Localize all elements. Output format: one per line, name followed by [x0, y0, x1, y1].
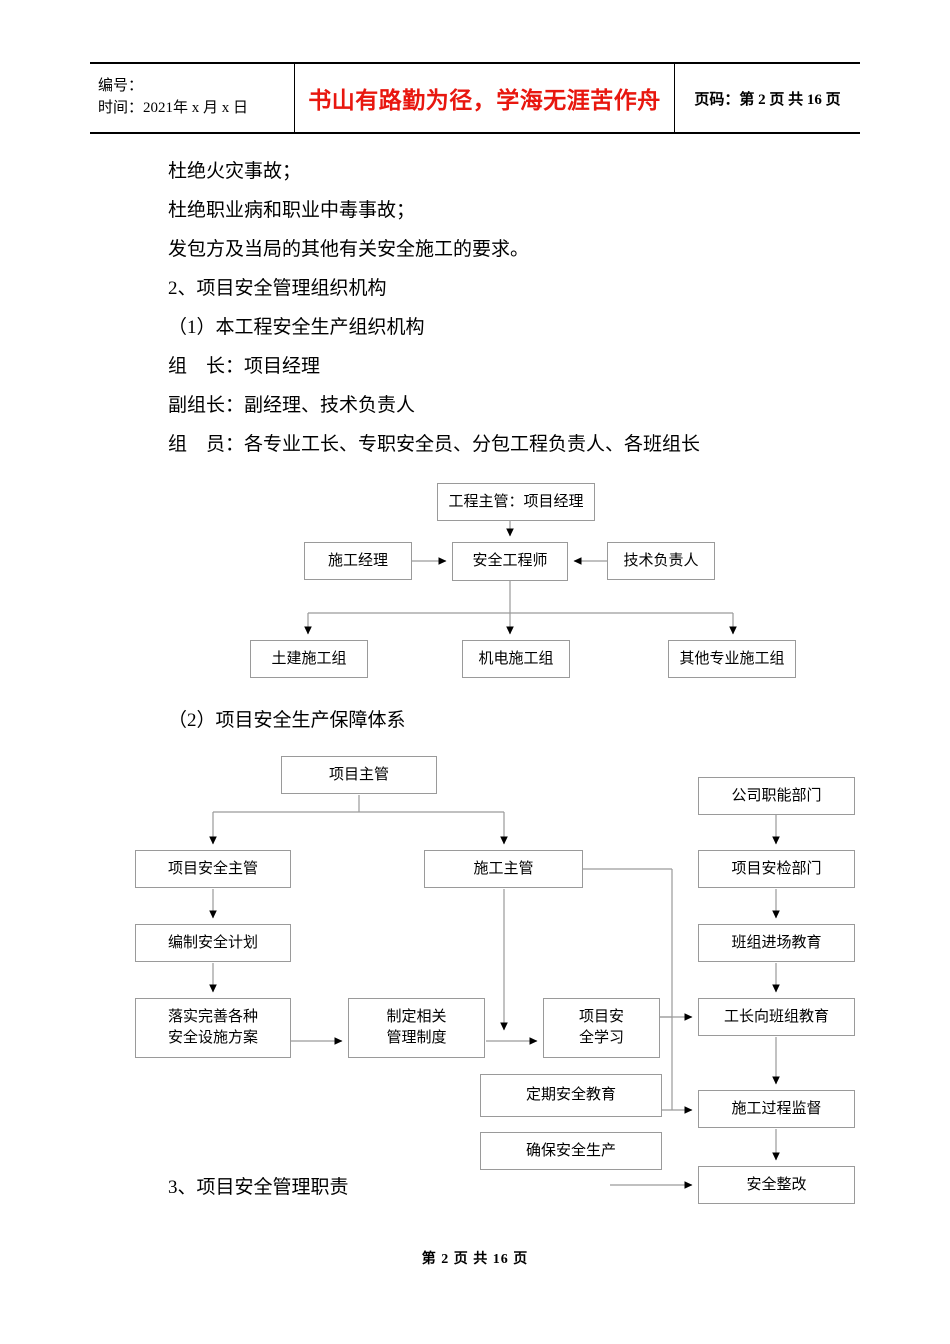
paragraph: 杜绝职业病和职业中毒事故；: [168, 200, 416, 221]
flow-node-safety-engineer[interactable]: 安全工程师: [452, 542, 568, 581]
paragraph: 2、项目安全管理组织机构: [168, 278, 387, 299]
flow-node-establish-management-system[interactable]: 制定相关 管理制度: [348, 998, 485, 1058]
flow-node-construction-director[interactable]: 施工主管: [424, 850, 583, 888]
paragraph: 杜绝火灾事故；: [168, 161, 302, 182]
caption-assurance-system: （2）项目安全生产保障体系: [168, 710, 406, 731]
header-motto: 书山有路勤为径，学海无涯苦作舟: [308, 88, 661, 113]
flow-node-mechanical-electrical-team[interactable]: 机电施工组: [462, 640, 570, 678]
header-date-label: 时间：2021年 x 月 x 日: [98, 100, 249, 116]
paragraph: 组 长：项目经理: [168, 356, 321, 377]
paragraph: 组 员：各专业工长、专职安全员、分包工程负责人、各班组长: [168, 434, 701, 455]
caption-safety-responsibility: 3、项目安全管理职责: [168, 1177, 349, 1198]
flow-node-team-entry-education[interactable]: 班组进场教育: [698, 924, 855, 962]
flow-node-engineering-director[interactable]: 工程主管：项目经理: [437, 483, 595, 521]
header-page-number: 页码：第 2 页 共 16 页: [694, 91, 841, 108]
flow-node-technical-director[interactable]: 技术负责人: [607, 542, 715, 580]
header-cell-right: 页码：第 2 页 共 16 页: [675, 64, 860, 132]
flow-node-other-specialty-team[interactable]: 其他专业施工组: [668, 640, 796, 678]
header-cell-left: 编号： 时间：2021年 x 月 x 日: [90, 64, 295, 132]
flow-node-company-functional-department[interactable]: 公司职能部门: [698, 777, 855, 815]
flow-node-civil-construction-team[interactable]: 土建施工组: [250, 640, 368, 678]
page-header-table: 编号： 时间：2021年 x 月 x 日 书山有路勤为径，学海无涯苦作舟 页码：…: [90, 62, 860, 134]
flow-node-project-safety-study[interactable]: 项目安 全学习: [543, 998, 660, 1058]
flow-node-project-inspection-department[interactable]: 项目安检部门: [698, 850, 855, 888]
page-footer: 第 2 页 共 16 页: [421, 1252, 529, 1267]
flow-node-implement-safety-facilities[interactable]: 落实完善各种 安全设施方案: [135, 998, 291, 1058]
flow-node-ensure-safe-production[interactable]: 确保安全生产: [480, 1132, 662, 1170]
paragraph: （1）本工程安全生产组织机构: [168, 317, 425, 338]
flow-node-prepare-safety-plan[interactable]: 编制安全计划: [135, 924, 291, 962]
header-cell-center: 书山有路勤为径，学海无涯苦作舟: [295, 64, 675, 132]
flow-node-regular-safety-education[interactable]: 定期安全教育: [480, 1074, 662, 1117]
flow-node-project-safety-director[interactable]: 项目安全主管: [135, 850, 291, 888]
body-text-block: 杜绝火灾事故； 杜绝职业病和职业中毒事故； 发包方及当局的其他有关安全施工的要求…: [168, 152, 868, 464]
flow-node-safety-rectification[interactable]: 安全整改: [698, 1166, 855, 1204]
header-number-label: 编号：: [98, 78, 144, 95]
flow-node-foreman-team-education[interactable]: 工长向班组教育: [698, 998, 855, 1036]
flow-node-construction-manager[interactable]: 施工经理: [304, 542, 412, 580]
flow-node-construction-process-supervision[interactable]: 施工过程监督: [698, 1090, 855, 1128]
flow-node-project-director[interactable]: 项目主管: [281, 756, 437, 794]
paragraph: 发包方及当局的其他有关安全施工的要求。: [168, 239, 530, 260]
paragraph: 副组长：副经理、技术负责人: [168, 395, 416, 416]
